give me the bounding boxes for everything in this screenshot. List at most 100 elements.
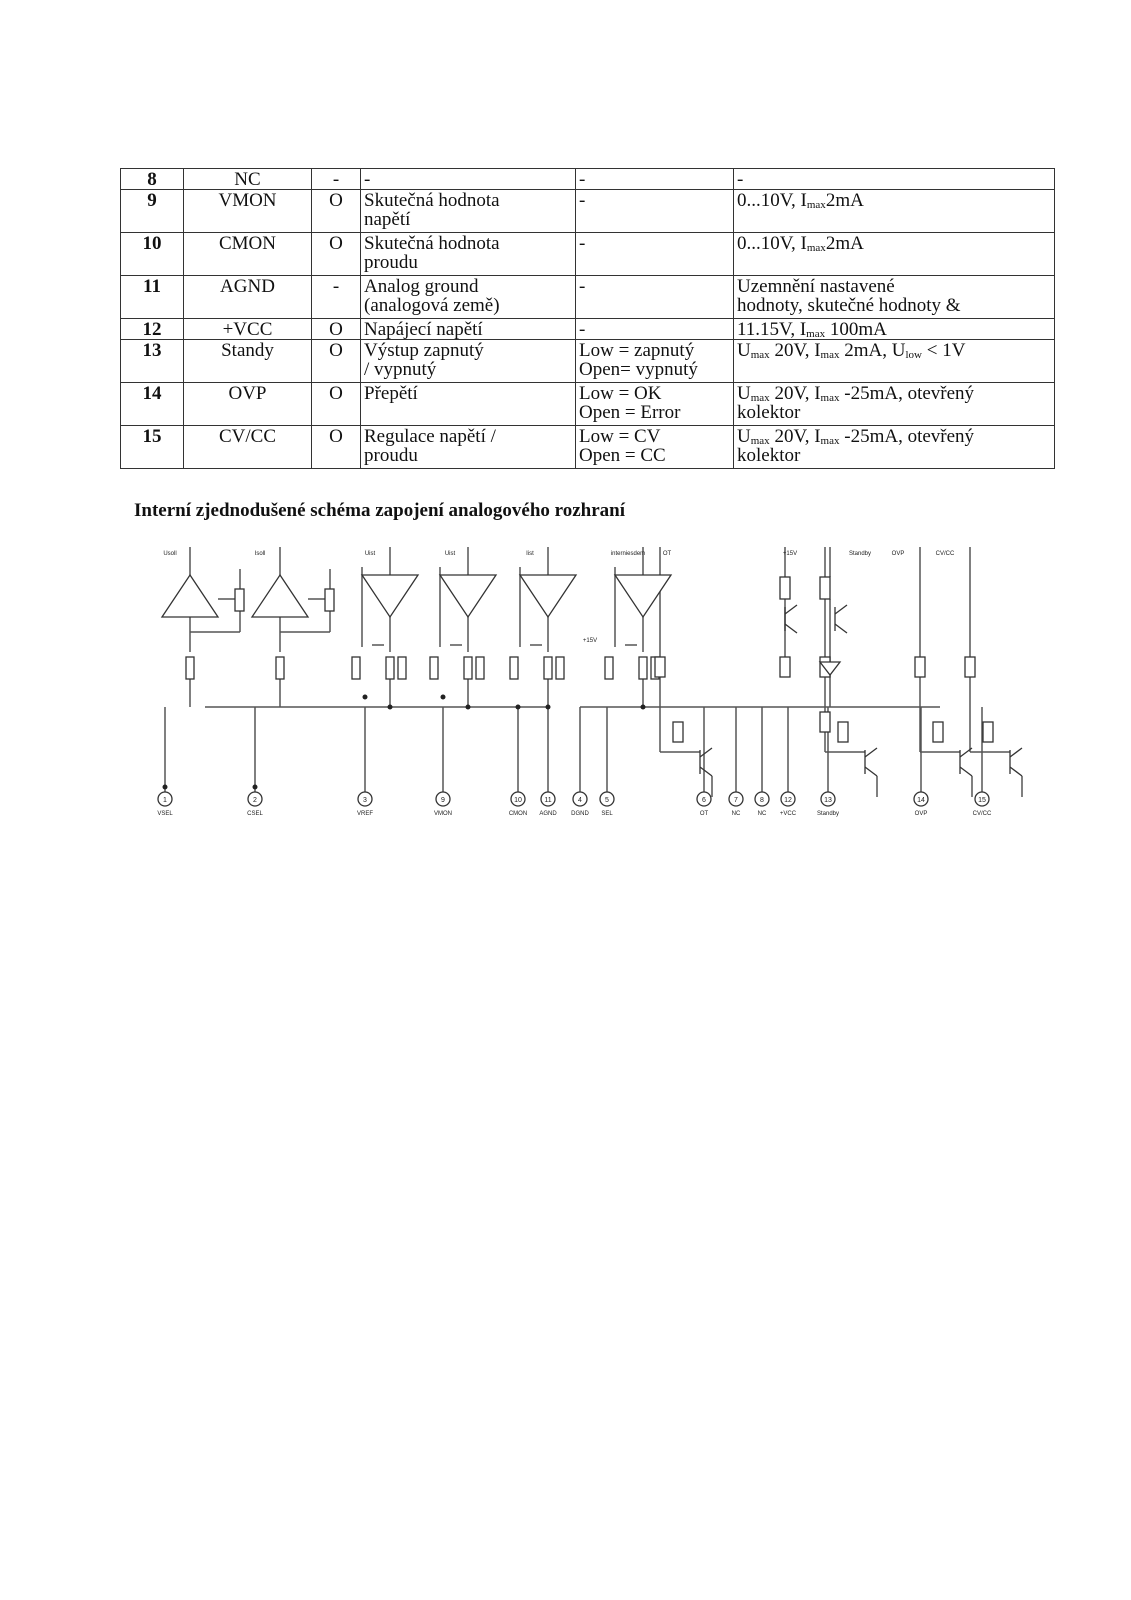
description-text: napětí — [364, 209, 411, 230]
subscript: max — [750, 349, 770, 361]
transistor-collector — [864, 747, 878, 758]
pin-number: 12 — [120, 318, 184, 340]
level: - — [575, 168, 734, 190]
pin-name-label: OT — [700, 811, 709, 817]
schematic-wiring — [164, 547, 1023, 797]
top-label: Standby — [849, 551, 871, 557]
pin-terminal — [357, 791, 373, 807]
direction: O — [311, 232, 361, 276]
description-text: proudu — [364, 445, 418, 466]
pin-name-label: CV/CC — [973, 811, 992, 817]
top-label: Usoll — [163, 551, 176, 557]
signal-name: CMON — [183, 232, 312, 276]
resistor — [275, 656, 285, 680]
pin-number-label: 2 — [253, 797, 257, 804]
zener-diode — [818, 661, 842, 677]
resistor — [779, 656, 791, 678]
signal-name: VMON — [183, 189, 312, 233]
spec-text: 0...10V, I — [737, 190, 807, 211]
pin-terminal — [913, 791, 929, 807]
junction-dot — [440, 694, 446, 700]
subscript: max — [806, 199, 826, 211]
spec-text: < 1V — [921, 340, 966, 361]
description-text: - — [364, 169, 371, 190]
pin-name-label: CMON — [509, 811, 527, 817]
resistor — [351, 656, 361, 680]
resistor — [543, 656, 553, 680]
direction: O — [311, 382, 361, 426]
signal-name: Standy — [183, 339, 312, 383]
spec-text: 20V, I — [769, 426, 821, 447]
top-label: Uist — [365, 551, 376, 557]
resistor — [385, 656, 395, 680]
pin-terminal — [510, 791, 526, 807]
top-label: Iist — [526, 551, 534, 557]
table-row: 13 Standy O Výstup zapnutý/ vypnutý Low … — [120, 339, 1055, 383]
opamp-symbol — [250, 573, 310, 618]
resistor — [185, 656, 195, 680]
pin-number-label: 6 — [702, 797, 706, 804]
table-row: 8 NC - - - - — [120, 168, 1055, 190]
pin-number: 8 — [120, 168, 184, 190]
direction: - — [311, 168, 361, 190]
spec: Umax 20V, Imax 2mA, Ulow < 1V — [733, 339, 1055, 383]
pin-terminal — [754, 791, 770, 807]
description: Analog ground(analogová země) — [360, 275, 576, 319]
level: - — [575, 318, 734, 340]
pin-name-label: Standby — [817, 811, 839, 817]
transistor-emitter — [864, 766, 878, 777]
junction-dot — [515, 704, 521, 710]
opamp-symbol — [613, 574, 673, 619]
pin-terminal — [540, 791, 556, 807]
spec-text: kolektor — [737, 402, 801, 423]
top-label: CV/CC — [936, 551, 955, 557]
subscript: max — [806, 328, 826, 340]
opamp-symbol — [438, 574, 498, 619]
pin-terminal — [599, 791, 615, 807]
section-heading: Interní zjednodušené schéma zapojení ana… — [134, 500, 626, 521]
pin-number-label: 5 — [605, 797, 609, 804]
level: - — [575, 189, 734, 233]
transistor-collector — [699, 747, 713, 758]
opamp-symbol — [360, 574, 420, 619]
spec-text: 2mA — [825, 233, 864, 254]
transistor-emitter — [784, 623, 798, 634]
pin-terminal — [572, 791, 588, 807]
pin-number-label: 8 — [760, 797, 764, 804]
pin-name-label: NC — [758, 811, 767, 817]
schematic-labels: 1VSEL2CSEL3VREF9VMON10CMON11AGND4DGND5SE… — [157, 551, 992, 817]
direction: O — [311, 425, 361, 469]
spec-text: Uzemnění nastavené — [737, 276, 895, 297]
resistor — [819, 576, 831, 600]
resistor — [234, 588, 245, 612]
top-label: +15V — [783, 551, 797, 557]
spec-text: U — [737, 426, 751, 447]
pin-number-label: 7 — [734, 797, 738, 804]
description-text: (analogová země) — [364, 295, 500, 316]
spec-text: 2mA — [825, 190, 864, 211]
pin-number-label: 4 — [578, 797, 582, 804]
subscript: max — [750, 435, 770, 447]
pin-name-label: AGND — [539, 811, 557, 817]
level: - — [575, 232, 734, 276]
subscript: max — [820, 349, 840, 361]
pin-number: 15 — [120, 425, 184, 469]
pin-number: 14 — [120, 382, 184, 426]
transistor-collector — [959, 747, 973, 758]
description-text: proudu — [364, 252, 418, 273]
signal-name: OVP — [183, 382, 312, 426]
spec: 0...10V, Imax2mA — [733, 232, 1055, 276]
resistor — [555, 656, 565, 680]
pin-number-label: 1 — [163, 797, 167, 804]
resistor — [819, 711, 831, 733]
resistor — [604, 656, 614, 680]
spec-text: U — [737, 340, 751, 361]
direction: O — [311, 189, 361, 233]
pin-number: 9 — [120, 189, 184, 233]
description-text: Skutečná hodnota — [364, 190, 500, 211]
